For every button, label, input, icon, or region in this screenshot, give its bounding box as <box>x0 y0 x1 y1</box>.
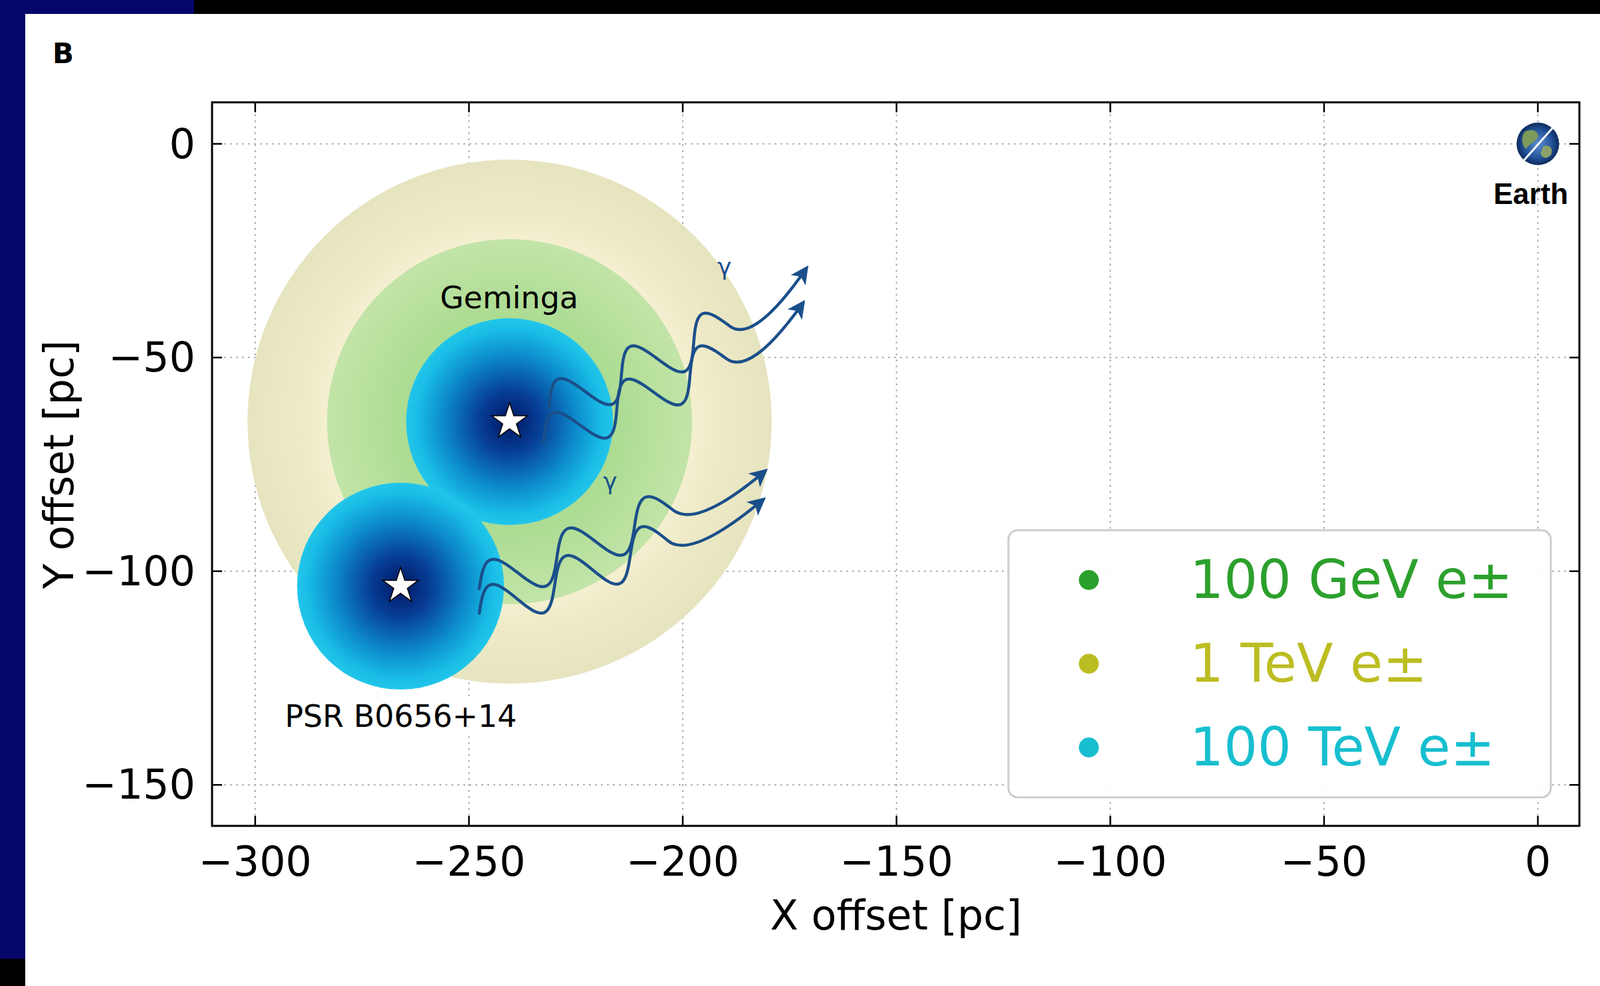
slide-edge <box>0 0 195 15</box>
gamma-ray-arrow <box>549 268 807 409</box>
gamma-symbol: γ <box>602 468 617 496</box>
axis-title: Y offset [pc] <box>36 340 82 590</box>
legend-text: 100 GeV e± <box>1189 551 1513 610</box>
legend-swatch <box>1078 737 1099 758</box>
tick-label: −100 <box>1053 839 1167 885</box>
pev-halo <box>297 483 504 690</box>
gamma-ray-arrow <box>543 303 803 443</box>
grid-line <box>896 102 898 827</box>
tick-label: −50 <box>1280 839 1368 885</box>
legend-text: 100 TeV e± <box>1189 718 1495 778</box>
earth-label: Earth <box>1493 178 1569 211</box>
tick-label: −300 <box>198 839 312 885</box>
slide-edge <box>0 0 26 960</box>
tick-label: −150 <box>840 839 954 885</box>
grid-line <box>212 143 1580 145</box>
pulsar-name: Geminga <box>440 281 579 316</box>
legend-text: 1 TeV e± <box>1189 634 1428 694</box>
pulsar-star <box>491 402 528 437</box>
tick-label: −50 <box>108 335 196 381</box>
pulsar-name: PSR B0656+14 <box>281 699 520 734</box>
tick-label: −250 <box>412 839 526 885</box>
axes-frame <box>212 102 1580 827</box>
pulsar-star <box>382 567 419 602</box>
gamma-ray-arrow <box>479 499 764 614</box>
tick-label: −150 <box>82 762 196 808</box>
earth-icon <box>1516 122 1560 166</box>
grid <box>212 102 1580 827</box>
tick-marks <box>212 102 1580 827</box>
legend-box <box>1008 530 1551 798</box>
legend-swatch <box>1078 570 1099 591</box>
axis-title: X offset [pc] <box>769 893 1022 939</box>
tick-label: −100 <box>82 549 196 595</box>
gamma-symbol: γ <box>717 253 732 281</box>
tick-label: −200 <box>626 839 740 885</box>
figure-panel <box>25 13 1600 986</box>
legend-swatch <box>1078 654 1099 675</box>
panel-letter: B <box>52 38 74 70</box>
tick-label: 0 <box>169 120 196 167</box>
tick-label: 0 <box>1524 839 1551 885</box>
